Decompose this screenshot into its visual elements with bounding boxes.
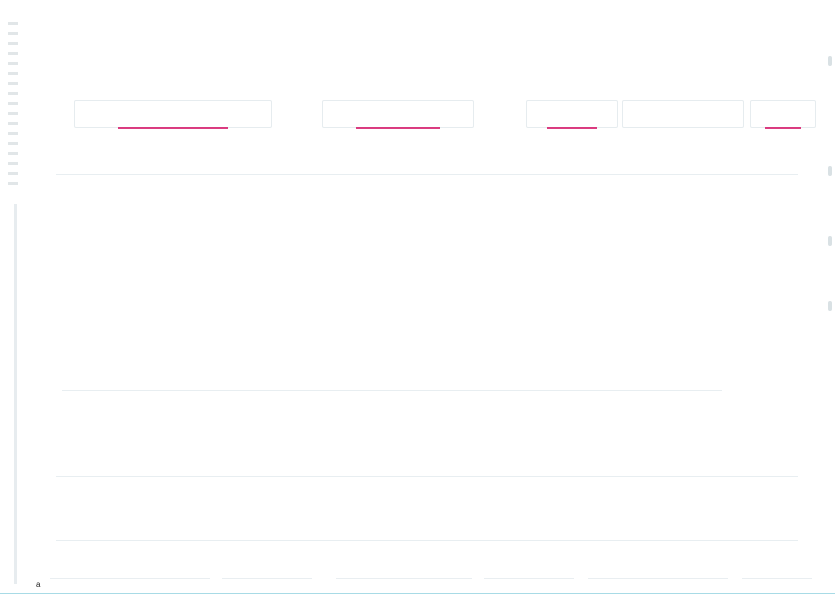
divider (56, 540, 798, 541)
bottom-item[interactable] (50, 578, 210, 589)
scroll-marker[interactable] (828, 236, 832, 246)
window-titlebar (0, 0, 835, 14)
scroll-marker[interactable] (828, 166, 832, 176)
tab-4[interactable] (622, 100, 744, 128)
bottom-item[interactable] (484, 578, 574, 589)
bottom-item[interactable] (742, 578, 812, 589)
main-content (56, 28, 816, 568)
tab-indicator (546, 127, 598, 129)
tab-strip (74, 92, 816, 136)
divider (56, 476, 798, 477)
right-rail (827, 56, 835, 316)
tab-3[interactable] (526, 100, 618, 129)
left-rail (0, 14, 24, 584)
scroll-marker[interactable] (828, 301, 832, 311)
tab-indicator (765, 127, 801, 129)
tab-5[interactable] (750, 100, 816, 129)
bottom-item[interactable] (222, 578, 312, 589)
scroll-marker[interactable] (828, 56, 832, 66)
bottom-item[interactable] (588, 578, 728, 589)
divider (62, 390, 722, 391)
toolbar-icons (8, 22, 18, 192)
tab-2[interactable] (322, 100, 474, 129)
divider (56, 174, 798, 175)
scrollbar-track[interactable] (14, 204, 17, 584)
bottom-item[interactable] (336, 578, 472, 589)
tab-1[interactable] (74, 100, 272, 129)
tab-indicator (356, 127, 440, 129)
bottom-toolbar: a (36, 574, 826, 590)
status-badge: a (36, 580, 41, 589)
tab-indicator (118, 127, 228, 129)
